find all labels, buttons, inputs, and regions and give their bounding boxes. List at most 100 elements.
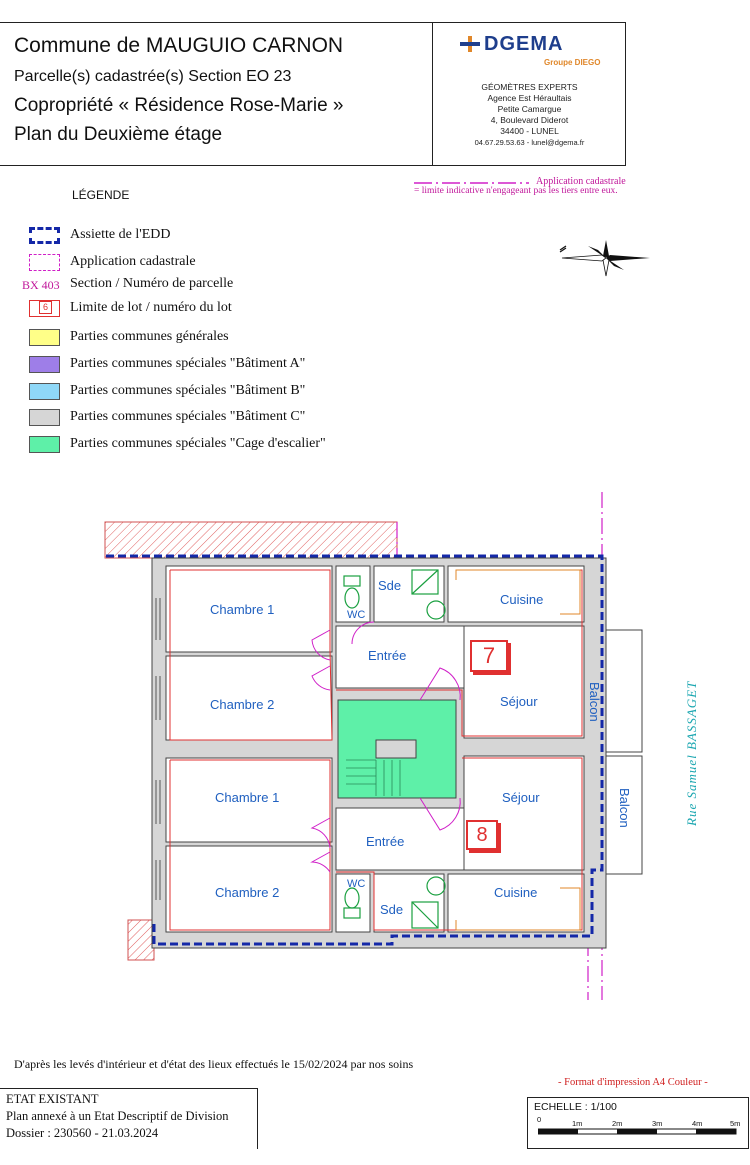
legend-swatch-stair	[29, 436, 60, 453]
company-contact: 04.67.29.53.63 - lunel@dgema.fr	[474, 138, 585, 147]
copropriete-line: Copropriété « Résidence Rose-Marie »	[14, 95, 344, 116]
lot8-limit-west	[169, 759, 331, 931]
dgema-logo-icon	[460, 36, 480, 52]
door-arcs	[310, 621, 461, 873]
scale-tick-1: 1m	[572, 1119, 583, 1128]
scale-tick-4: 4m	[692, 1119, 703, 1128]
label-wc-lot7: WC	[347, 609, 366, 621]
scale-tick-0: 0	[537, 1115, 542, 1124]
lot-number-7: 7	[470, 640, 508, 672]
legend-swatch-cadastre	[29, 254, 60, 271]
etat-box	[0, 1088, 258, 1149]
legend-item-general: Parties communes générales	[70, 329, 229, 344]
room-entree-lot7	[335, 625, 465, 689]
parcel-line: Parcelle(s) cadastrée(s) Section EO 23	[14, 68, 292, 85]
edd-boundary	[106, 554, 604, 946]
scale-tick-2: 2m	[612, 1119, 623, 1128]
label-sde-lot7: Sde	[378, 578, 402, 593]
header-frame	[0, 22, 626, 166]
floor-plan	[104, 492, 643, 1000]
label-sejour-lot8: Séjour	[502, 790, 540, 805]
north-arrow-icon	[559, 240, 650, 277]
scale-tick-3: 3m	[652, 1119, 663, 1128]
room-wc-lot7	[335, 565, 371, 623]
legend-swatch-batiment-b	[29, 383, 60, 400]
neighbour-wall-top	[104, 521, 398, 559]
legend-item-edd: Assiette de l'EDD	[70, 227, 171, 242]
scale-box	[527, 1097, 749, 1149]
legend-item-batiment-a: Parties communes spéciales "Bâtiment A"	[70, 356, 306, 371]
room-chambre1-lot8	[165, 757, 333, 843]
legend-lot-sample: 6	[39, 301, 52, 314]
label-cuisine-lot8: Cuisine	[494, 885, 538, 900]
company-address: 4, Boulevard Diderot	[490, 115, 569, 125]
header-divider	[432, 22, 433, 166]
legend-section-sample: BX 403	[22, 278, 60, 292]
etat-line1: Plan annexé à un Etat Descriptif de Divi…	[6, 1109, 229, 1123]
cadastre-line-sample	[414, 182, 529, 184]
west-windows	[155, 598, 161, 900]
company-agency1: Agence Est Héraultais	[487, 93, 572, 103]
plan-title: Plan du Deuxième étage	[14, 124, 223, 145]
company-agency2: Petite Camargue	[497, 104, 562, 114]
legend-item-lot: Limite de lot / numéro du lot	[70, 300, 232, 315]
room-sejour-lot8	[463, 755, 585, 871]
room-wc-lot8	[335, 873, 371, 933]
logo-name: DGEMA	[484, 33, 564, 55]
label-entree-lot8: Entrée	[366, 834, 405, 849]
label-chambre2-lot8: Chambre 2	[215, 885, 280, 900]
legend-item-cadastre: Application cadastrale	[70, 254, 196, 269]
legend-swatch-general	[29, 329, 60, 346]
etat-line2: Dossier : 230560 - 21.03.2024	[6, 1126, 159, 1140]
label-cuisine-lot7: Cuisine	[500, 592, 544, 607]
label-chambre2-lot7: Chambre 2	[210, 697, 275, 712]
room-chambre1-lot7	[165, 565, 333, 653]
stair-steps	[346, 759, 401, 796]
survey-footnote: D'après les levés d'intérieur et d'état …	[14, 1057, 414, 1071]
legend-item-batiment-c: Parties communes spéciales "Bâtiment C"	[70, 409, 306, 424]
balcon-lot7	[605, 629, 643, 753]
label-sejour-lot7: Séjour	[500, 694, 538, 709]
legend-item-batiment-b: Parties communes spéciales "Bâtiment B"	[70, 383, 306, 398]
legend-swatch-lot	[29, 300, 60, 317]
scale-bar	[538, 1128, 737, 1135]
room-chambre2-lot7	[165, 655, 333, 741]
label-balcon-lot7: Balcon	[587, 682, 602, 722]
label-wc-lot8: WC	[347, 878, 366, 890]
legend-item-section: Section / Numéro de parcelle	[70, 276, 234, 291]
room-cuisine-lot8	[447, 873, 585, 933]
neighbour-wall-bottom	[127, 919, 155, 961]
balcon-lot8	[605, 755, 643, 875]
room-entree-lot8	[335, 807, 465, 871]
application-note-label: Application cadastrale	[536, 176, 626, 187]
label-chambre1-lot8: Chambre 1	[215, 790, 280, 805]
legend-swatch-batiment-c	[29, 409, 60, 426]
room-cuisine-lot7	[447, 565, 585, 623]
legend-swatch-batiment-a	[29, 356, 60, 373]
legend-item-stair: Parties communes spéciales "Cage d'escal…	[70, 436, 326, 451]
company-logo	[456, 33, 606, 78]
lot-number-8: 8	[466, 820, 498, 850]
label-entree-lot7: Entrée	[368, 648, 407, 663]
commune-title: Commune de MAUGUIO CARNON	[14, 34, 344, 57]
kitchen-counters	[455, 569, 581, 931]
label-chambre1-lot7: Chambre 1	[210, 602, 275, 617]
logo-subtitle: Groupe DIEGO	[544, 58, 601, 67]
application-note-detail: = limite indicative n'engageant pas les …	[414, 186, 618, 196]
legend-swatch-edd	[29, 227, 60, 244]
label-balcon-lot8: Balcon	[617, 788, 632, 828]
sanitary-icons	[343, 569, 446, 929]
print-format-note: - Format d'impression A4 Couleur -	[558, 1077, 708, 1088]
company-city: 34400 - LUNEL	[500, 126, 559, 136]
etat-title: ETAT EXISTANT	[6, 1092, 99, 1106]
lot7-limit-west	[169, 569, 333, 741]
label-sde-lot8: Sde	[380, 902, 404, 917]
company-details: GÉOMÈTRES EXPERTS Agence Est Héraultais …	[433, 82, 626, 148]
stair-core	[375, 739, 417, 759]
legend-title: LÉGENDE	[72, 188, 130, 202]
scale-tick-5: 5m	[730, 1119, 741, 1128]
street-name: Rue Samuel BASSAGET	[684, 680, 699, 826]
scale-title: ECHELLE : 1/100	[534, 1101, 617, 1113]
company-role: GÉOMÈTRES EXPERTS	[481, 82, 578, 92]
room-chambre2-lot8	[165, 845, 333, 933]
